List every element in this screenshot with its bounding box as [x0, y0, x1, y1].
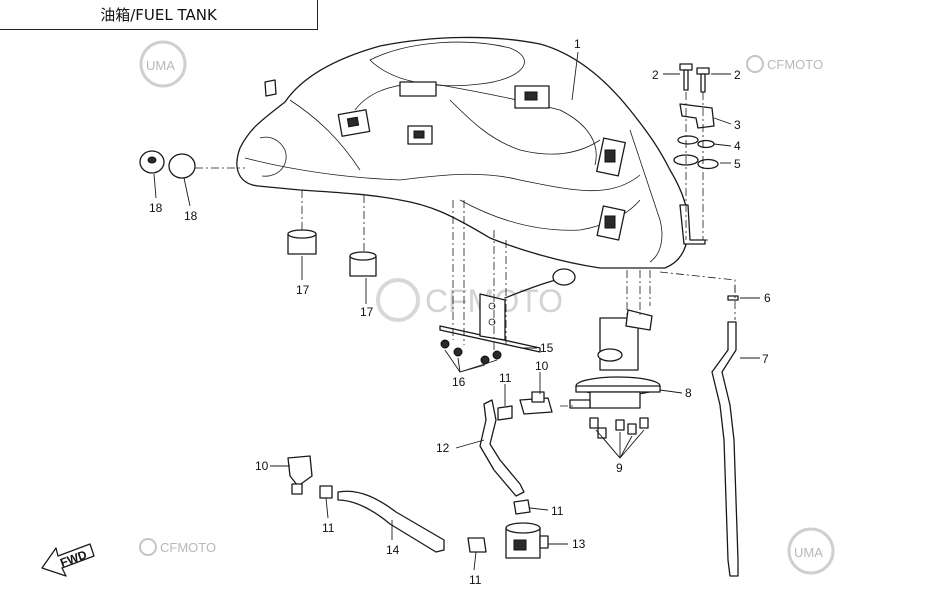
uma-logo-bottom: UMA	[787, 527, 835, 575]
clamp-part-11d	[467, 537, 487, 553]
svg-text:CFMOTO: CFMOTO	[767, 57, 823, 72]
callout-13: 13	[572, 537, 586, 551]
callout-17b: 17	[360, 305, 374, 319]
mount-rubber-part-17a	[287, 229, 317, 255]
callout-9: 9	[616, 461, 623, 475]
sensor-lead	[504, 268, 576, 299]
callout-12: 12	[436, 441, 450, 455]
callout-2b: 2	[734, 68, 741, 82]
washer-part-4	[677, 135, 715, 149]
fitting-part-10a	[519, 391, 553, 415]
callout-14: 14	[386, 543, 400, 557]
svg-text:UMA: UMA	[794, 545, 823, 560]
bolt-part-2b	[696, 67, 710, 93]
callout-7: 7	[762, 352, 769, 366]
clamp-part-11b	[513, 499, 531, 515]
breather-hose-part-7	[711, 321, 739, 577]
uma-logo-top: UMA	[139, 40, 187, 88]
callout-8: 8	[685, 386, 692, 400]
callout-1: 1	[574, 37, 581, 51]
bracket-part-3	[679, 103, 715, 129]
grommet-part-18a	[139, 150, 165, 174]
callout-10a: 10	[535, 359, 549, 373]
callout-15: 15	[540, 341, 554, 355]
screw-part-9	[589, 417, 649, 439]
callout-18a: 18	[149, 201, 163, 215]
mount-rubber-part-17b	[349, 251, 377, 277]
clamp-part-11a	[497, 405, 513, 421]
callout-18b: 18	[184, 209, 198, 223]
rubber-part-5	[673, 154, 719, 170]
callout-3: 3	[734, 118, 741, 132]
callout-6: 6	[764, 291, 771, 305]
svg-text:UMA: UMA	[146, 58, 175, 73]
cfmoto-watermark-top-right: CFMOTO	[746, 55, 823, 73]
bracket-part-15	[439, 293, 541, 353]
callout-16: 16	[452, 375, 466, 389]
fuel-pump-part-8	[569, 309, 661, 409]
canister-part-13	[505, 522, 549, 559]
callout-17a: 17	[296, 283, 310, 297]
fwd-arrow-icon: FWD	[41, 543, 95, 577]
leader-hose-top	[659, 271, 736, 300]
callout-5: 5	[734, 157, 741, 171]
fuel-tank	[236, 36, 706, 269]
svg-text:CFMOTO: CFMOTO	[160, 540, 216, 555]
callout-2a: 2	[652, 68, 659, 82]
bolt-part-2a	[679, 63, 693, 91]
callout-10b: 10	[255, 459, 269, 473]
fitting-part-10b	[287, 455, 313, 495]
clamp-part-11c	[319, 485, 333, 499]
callout-11a: 11	[499, 371, 512, 385]
cfmoto-watermark-bottom-left: CFMOTO	[139, 538, 216, 556]
callout-4: 4	[734, 139, 741, 153]
hose-part-14	[337, 490, 445, 553]
page-title: 油箱/FUEL TANK	[0, 0, 318, 30]
grommet-part-18b	[168, 153, 196, 179]
nut-part-16	[440, 339, 502, 365]
svg-text:FWD: FWD	[58, 547, 89, 570]
callout-11c: 11	[322, 521, 335, 535]
leader-lines	[153, 51, 760, 571]
callout-11b: 11	[551, 504, 564, 518]
hose-part-12	[479, 399, 525, 497]
callout-labels: 1 2 2 3 4 5 6 7 8 9 10 10 11 11 11 11 12…	[149, 37, 771, 587]
callout-11d: 11	[469, 573, 482, 587]
clip-part-6	[727, 295, 739, 301]
